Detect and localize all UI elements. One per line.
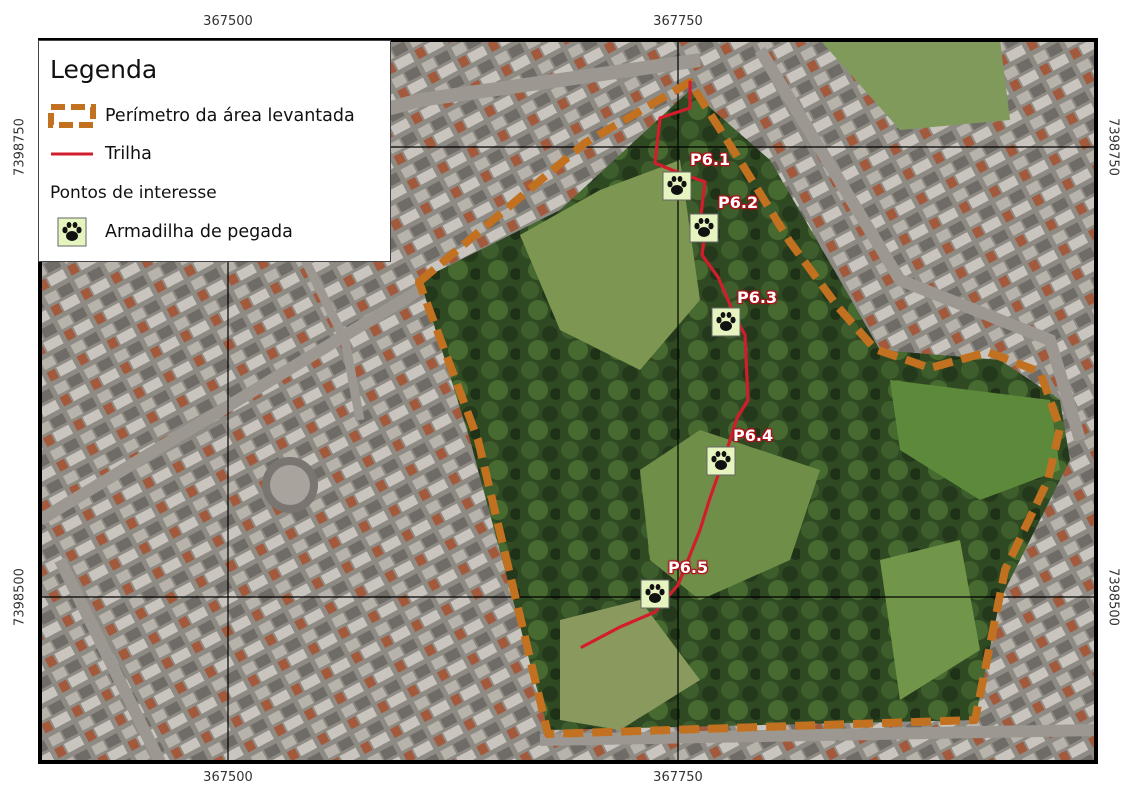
legend-poi-heading: Pontos de interesse: [50, 183, 217, 203]
paw-print-icon: [645, 584, 665, 603]
trap-marker-p6-2[interactable]: [689, 213, 719, 243]
point-label-p6-3: P6.3: [737, 288, 778, 307]
map-legend: Legenda Perímetro da área levantada Tril…: [38, 40, 391, 262]
point-label-p6-2: P6.2: [718, 193, 759, 212]
northing-label-left-7398750: 7398750: [12, 118, 28, 176]
legend-trap-label: Armadilha de pegada: [105, 222, 293, 242]
perimeter-symbol-icon: [47, 103, 97, 129]
easting-label-top-367500: 367500: [203, 14, 253, 29]
easting-label-bottom-367500: 367500: [203, 770, 253, 785]
northing-label-right-7398500: 7398500: [1105, 568, 1121, 626]
paw-print-icon: [47, 217, 97, 247]
legend-item-trail: Trilha: [47, 141, 152, 167]
trap-marker-p6-4[interactable]: [706, 446, 736, 476]
paw-print-icon: [667, 176, 687, 195]
legend-perimeter-label: Perímetro da área levantada: [105, 106, 355, 126]
point-label-p6-4: P6.4: [733, 426, 774, 445]
easting-label-top-367750: 367750: [653, 14, 703, 29]
legend-trail-label: Trilha: [105, 144, 152, 164]
trap-marker-p6-1[interactable]: [662, 171, 692, 201]
paw-print-icon: [711, 451, 731, 470]
trap-marker-p6-5[interactable]: [640, 579, 670, 609]
point-label-p6-5: P6.5: [668, 558, 709, 577]
legend-item-perimeter: Perímetro da área levantada: [47, 103, 355, 129]
easting-label-bottom-367750: 367750: [653, 770, 703, 785]
northing-label-left-7398500: 7398500: [12, 568, 28, 626]
paw-print-icon: [716, 312, 736, 331]
legend-item-trap: Armadilha de pegada: [47, 217, 293, 247]
trail-symbol-icon: [47, 141, 97, 167]
legend-title: Legenda: [50, 55, 158, 84]
paw-print-icon: [694, 218, 714, 237]
survey-area-perimeter: [415, 78, 1064, 738]
map-frame: [38, 38, 1098, 764]
point-label-p6-1: P6.1: [690, 150, 731, 169]
trap-marker-p6-3[interactable]: [711, 307, 741, 337]
northing-label-right-7398750: 7398750: [1105, 118, 1121, 176]
